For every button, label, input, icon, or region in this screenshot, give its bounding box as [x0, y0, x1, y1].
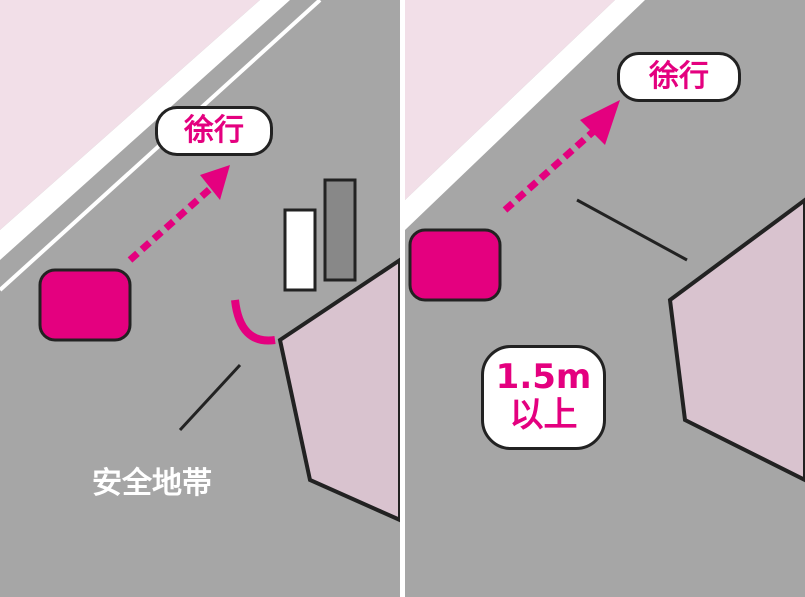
pedestrian-icon [283, 208, 317, 292]
distance-label: 1.5m 以上 [481, 345, 606, 450]
distance-value: 1.5m [495, 357, 592, 397]
arrow-icon [200, 165, 230, 200]
slow-label: 徐行 [617, 52, 741, 102]
left-panel: 徐行 安全地帯 [0, 0, 400, 597]
scooter-icon [38, 268, 132, 342]
pedestrian-icon [323, 178, 357, 282]
slow-label: 徐行 [155, 106, 273, 156]
distance-arrow-icon [576, 198, 688, 262]
divider [400, 0, 405, 597]
left-scene-illustration [0, 0, 400, 523]
right-panel: 徐行 1.5m 以上 [405, 0, 805, 597]
distance-qualifier: 以上 [509, 395, 578, 435]
scooter-icon [408, 228, 502, 302]
safety-zone-label: 安全地帯 [92, 466, 212, 501]
arrow-icon [580, 100, 620, 145]
right-scene-illustration [405, 0, 805, 483]
